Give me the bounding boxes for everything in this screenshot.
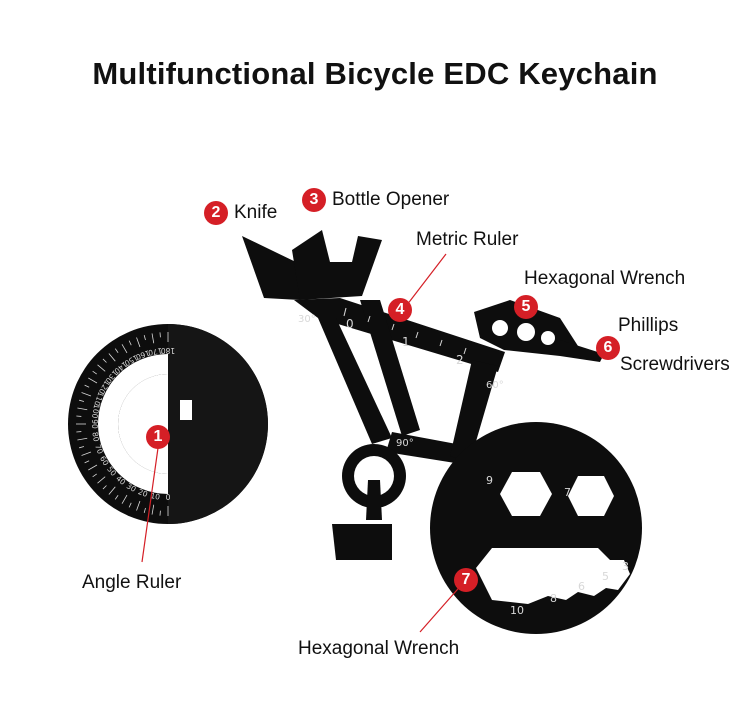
callout-label: Bottle Opener [332,189,450,210]
callout-number: 6 [596,336,620,360]
protractor-tick [92,473,97,478]
protractor-tick [121,494,128,504]
protractor-label: 10 [150,491,161,502]
protractor-tick [136,337,141,348]
callout-hex-wrench-bottom-badge: 7 [454,568,478,592]
angle-60-marking: 60° [486,380,504,391]
callout-phillips-label-line1: Phillips [618,315,679,336]
callout-metric-ruler-label: Metric Ruler [416,229,519,250]
protractor-tick [77,437,88,441]
callout-bottle-opener: 3 Bottle Opener [302,188,449,212]
wrench-size-6: 6 [578,580,585,593]
protractor-label: 70 [93,443,105,455]
protractor-tick [97,364,106,372]
page-title: Multifunctional Bicycle EDC Keychain [92,56,658,91]
protractor-tick [81,451,92,456]
protractor-tick [102,358,107,363]
protractor-tick [136,500,141,511]
protractor-label: 80 [90,431,101,442]
protractor-tick [84,460,90,464]
callout-phillips-badge: 6 [596,336,620,360]
bicycle-frame [242,230,604,560]
callout-number: 5 [514,295,538,319]
protractor-label: 20 [137,487,149,499]
protractor-tick [92,370,97,375]
callout-angle-ruler-badge: 1 [146,425,170,449]
protractor-tick [128,502,132,508]
ruler-mark-1: 1 [402,335,410,349]
callout-number: 2 [204,201,228,225]
protractor-tick [97,476,106,484]
protractor-tick [151,333,155,344]
callout-hex-wrench-top-badge: 5 [514,295,538,319]
callout-angle-ruler-label: Angle Ruler [82,572,182,593]
protractor-label: 30 [125,481,138,494]
protractor-label: 100 [90,403,101,419]
protractor-tick [151,504,155,515]
ruler-mark-2: 2 [456,353,464,367]
tool-markings: 30° 60° 90° 0 1 2 9 7 10 8 6 5 3 [298,314,629,617]
protractor-label: 0 [166,493,171,502]
wrench-size-5: 5 [602,570,609,583]
callout-phillips-label-line2: Screwdrivers [620,354,730,375]
protractor-tick [108,486,116,495]
angle-90-marking: 90° [396,438,414,449]
protractor-tick [143,507,146,513]
angle-30-marking: 30° [298,314,316,325]
angle-ruler-wheel: 0102030405060708090100110120130140150160… [68,324,268,524]
callout-metric-ruler-badge: 4 [388,298,412,322]
ruler-mark-0: 0 [346,317,354,331]
wrench-size-7: 7 [564,486,571,499]
protractor-tick [77,407,88,411]
callout-knife: 2 Knife [204,201,277,225]
protractor-tick [102,485,107,490]
protractor-label: 60 [98,454,111,467]
protractor-tick [128,340,132,346]
callout-number: 3 [302,188,326,212]
callout-label: Knife [234,202,278,223]
protractor-tick [114,495,119,500]
wrench-size-9: 9 [486,474,493,487]
callout-number: 1 [146,425,170,449]
protractor-label: 90 [90,419,99,429]
protractor-tick [88,464,98,471]
protractor-tick [79,446,85,449]
callout-hex-wrench-top-label: Hexagonal Wrench [524,268,686,289]
wrench-size-10: 10 [510,604,524,617]
protractor-label: 180 [161,346,176,355]
protractor-tick [79,399,85,402]
protractor-tick [143,335,146,341]
wrench-size-8: 8 [550,592,557,605]
callout-number: 4 [388,298,412,322]
protractor-tick [108,353,116,362]
wrench-size-3: 3 [622,560,629,573]
metric-ruler-ticks [343,307,467,355]
protractor-tick [81,392,92,397]
protractor-tick [88,377,98,384]
leader-line-7 [419,581,465,633]
callout-hex-wrench-bottom-label: Hexagonal Wrench [298,638,460,659]
protractor-label: 170 [147,346,163,357]
leader-line-1 [141,447,159,563]
protractor-tick [114,348,119,353]
hex-wrench-wheel [430,422,642,634]
protractor-tick [121,344,128,354]
callout-number: 7 [454,568,478,592]
protractor-tick [84,384,90,388]
